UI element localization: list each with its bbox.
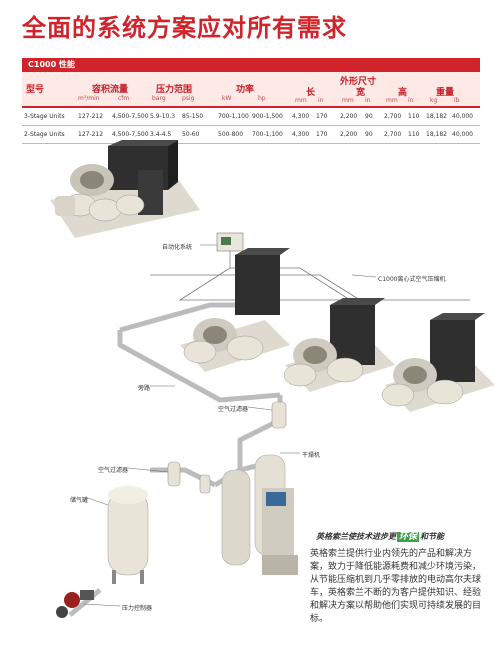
col-flow: 容积流量 (92, 85, 129, 95)
description-paragraph: 英格索兰提供行业内领先的产品和解决方案，致力于降低能源耗费和减少环境污染，从节能… (310, 549, 482, 624)
compressor-unit (381, 313, 495, 412)
label-air-filter-1: 空气过滤器 (218, 406, 249, 413)
system-diagram (50, 140, 495, 618)
col-weight: 重量 (436, 88, 455, 98)
receiver-tank-illustration (107, 486, 149, 584)
air-filter-1 (271, 401, 287, 429)
performance-table: C1000 性能 型号 容积流量 m³/min cfm 压力范围 barg ps… (22, 58, 480, 144)
table-row: 3-Stage Units 127-212 4,500-7,500 5.9-10… (22, 108, 480, 126)
label-bypass: 旁路 (138, 385, 151, 392)
table-header: 型号 容积流量 m³/min cfm 压力范围 barg psig 功率 kW … (22, 72, 480, 108)
col-power: 功率 (236, 85, 255, 95)
compressor-unit (180, 248, 290, 372)
col-model: 型号 (26, 85, 45, 95)
compressor-unit (283, 298, 395, 392)
eco-highlight: 环保 (397, 532, 420, 542)
standalone-compressor-illustration (50, 140, 200, 238)
label-air-filter-2: 空气过滤器 (98, 467, 129, 474)
table-caption: C1000 性能 (22, 58, 480, 72)
label-pressure-controller: 压力控制器 (122, 605, 153, 612)
col-pressure: 压力范围 (156, 85, 193, 95)
dryer-illustration (221, 454, 298, 575)
page-title: 全面的系统方案应对所有需求 (22, 14, 347, 42)
label-compressor: C1000离心式空气压缩机 (378, 276, 446, 283)
col-dims: 外形尺寸 (340, 77, 377, 87)
pressure-controller-illustration (56, 590, 94, 618)
label-tank: 储气罐 (70, 497, 89, 504)
label-dryer: 干燥机 (302, 452, 321, 459)
air-filter-2 (167, 461, 181, 487)
eco-tagline: 英格索兰使技术进步更环保和节能 (316, 532, 445, 542)
table-row: 2-Stage Units 127-212 4,500-7,500 3.4-4.… (22, 126, 480, 144)
label-automation: 自动化系统 (162, 244, 193, 251)
